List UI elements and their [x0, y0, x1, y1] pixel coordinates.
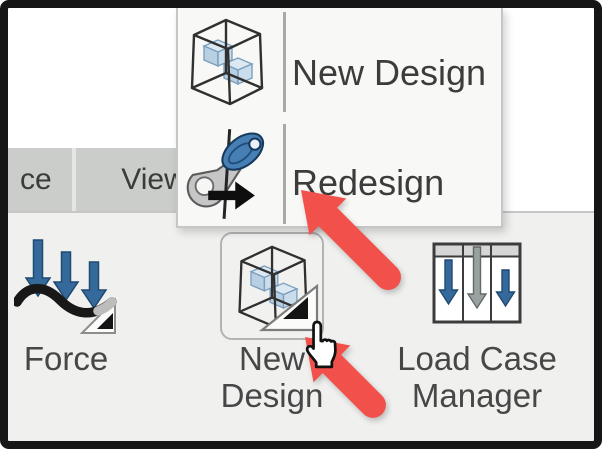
force-button-label[interactable]: Force: [23, 340, 109, 377]
hand-cursor: [305, 320, 337, 369]
new-design-button-label[interactable]: New Design: [220, 340, 324, 414]
menu-divider: [283, 12, 286, 112]
load-case-manager-icon[interactable]: [432, 242, 522, 324]
tab-view[interactable]: View: [121, 163, 186, 196]
menu-item-new-design-label[interactable]: New Design: [292, 52, 487, 93]
menu-divider: [283, 124, 286, 224]
annotation-arrow-redesign: [301, 190, 402, 291]
force-flyout-triangle-icon[interactable]: [97, 313, 113, 329]
load-case-manager-button-label[interactable]: Load Case Manager: [397, 340, 557, 414]
new-design-flyout-menu: New Design Redesign: [176, 8, 503, 228]
redesign-icon: [186, 129, 265, 219]
tab-partial[interactable]: ce: [20, 163, 52, 196]
force-icon[interactable]: [14, 232, 118, 336]
tab-divider: [72, 148, 76, 211]
new-design-flyout-arrow[interactable]: [248, 278, 323, 338]
new-design-cube-icon: [190, 18, 264, 106]
